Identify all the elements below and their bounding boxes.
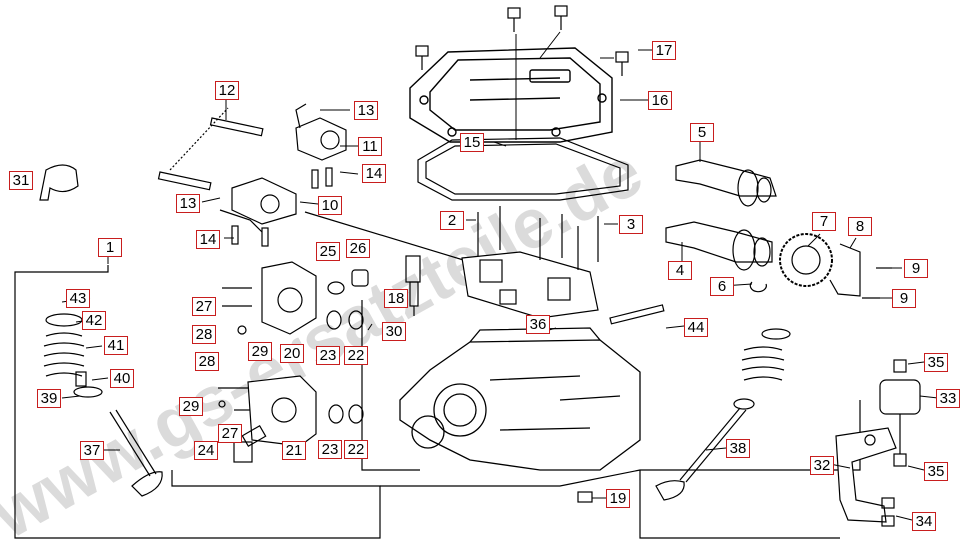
- circlip: [749, 281, 767, 293]
- callout-15: 15: [460, 133, 484, 152]
- callout-28b: 28: [195, 352, 219, 371]
- breather-fitting: [39, 164, 79, 201]
- callout-14a: 14: [362, 164, 386, 183]
- callout-34: 34: [912, 512, 936, 531]
- leader-rocker: [304, 211, 471, 263]
- callout-32: 32: [810, 456, 834, 475]
- cam-retainer-plate: [829, 243, 861, 297]
- engine-bracket: [835, 427, 897, 523]
- spark-plug: [405, 255, 421, 316]
- callout-33: 33: [936, 389, 960, 408]
- callout-37: 37: [80, 441, 104, 460]
- callout-10: 10: [318, 196, 342, 215]
- cover-bolts: [415, 5, 629, 76]
- callout-39: 39: [37, 389, 61, 408]
- valve-left: [109, 409, 163, 497]
- callout-13a: 13: [354, 101, 378, 120]
- callout-12: 12: [215, 81, 239, 100]
- temp-sensor: [233, 424, 267, 463]
- callout-24: 24: [194, 441, 218, 460]
- callout-16: 16: [648, 91, 672, 110]
- callout-41: 41: [104, 336, 128, 355]
- callout-27a: 27: [192, 297, 216, 316]
- callout-36: 36: [526, 315, 550, 334]
- callout-9a: 9: [904, 259, 928, 278]
- valve-right: [655, 407, 747, 501]
- small-bolts: [218, 287, 252, 411]
- thermostat-housing-upper: [261, 261, 317, 335]
- callout-7: 7: [812, 212, 836, 231]
- callout-38: 38: [726, 439, 750, 458]
- callout-2: 2: [440, 211, 464, 230]
- callout-8: 8: [848, 217, 872, 236]
- callout-22a: 22: [344, 346, 368, 365]
- callout-22b: 22: [344, 440, 368, 459]
- rubber-mount: [879, 359, 921, 467]
- callout-35a: 35: [924, 353, 948, 372]
- callout-26: 26: [346, 239, 370, 258]
- callout-6: 6: [710, 277, 734, 296]
- callout-31: 31: [9, 171, 33, 190]
- frame-left-valve-group: [14, 265, 381, 539]
- thermostat-housing-lower: [247, 375, 317, 447]
- callout-30: 30: [382, 322, 406, 341]
- cam-sprocket: [779, 233, 833, 287]
- callout-25: 25: [316, 242, 340, 261]
- callout-3: 3: [619, 215, 643, 234]
- callout-1: 1: [98, 238, 122, 257]
- rocker-arm-upper: [295, 103, 347, 189]
- o-rings: [326, 269, 369, 424]
- callout-19: 19: [606, 489, 630, 508]
- camshaft-lower: [665, 221, 773, 271]
- valve-spring-right: [733, 328, 791, 410]
- callout-4: 4: [668, 261, 692, 280]
- callout-17: 17: [652, 41, 676, 60]
- rocker-arm-lower: [219, 177, 297, 247]
- callout-29a: 29: [248, 342, 272, 361]
- callout-11: 11: [358, 137, 382, 156]
- callout-21: 21: [282, 441, 306, 460]
- callout-5: 5: [690, 123, 714, 142]
- callout-28a: 28: [192, 325, 216, 344]
- valve-cover-gasket: [417, 137, 629, 201]
- callout-42: 42: [82, 311, 106, 330]
- valve-cover: [409, 47, 613, 143]
- rocker-shafts: [157, 107, 264, 191]
- misc-bolts: [577, 267, 892, 503]
- callout-40: 40: [110, 369, 134, 388]
- callout-20: 20: [280, 344, 304, 363]
- callout-18: 18: [384, 289, 408, 308]
- callout-27b: 27: [218, 424, 242, 443]
- callout-13b: 13: [176, 194, 200, 213]
- holder-bolts: [477, 206, 599, 270]
- callout-35b: 35: [924, 462, 948, 481]
- callout-44: 44: [684, 318, 708, 337]
- valve-guide-pin: [609, 304, 665, 325]
- cylinder-head: [399, 327, 641, 471]
- callout-29b: 29: [179, 397, 203, 416]
- callout-9b: 9: [892, 289, 916, 308]
- camshaft-holder: [461, 251, 599, 319]
- callout-14b: 14: [196, 230, 220, 249]
- callout-23b: 23: [318, 440, 342, 459]
- callout-23a: 23: [316, 346, 340, 365]
- bracket-bolts: [881, 497, 895, 527]
- callout-43: 43: [66, 289, 90, 308]
- frame-right-lower: [639, 470, 840, 539]
- camshaft-upper: [675, 159, 777, 207]
